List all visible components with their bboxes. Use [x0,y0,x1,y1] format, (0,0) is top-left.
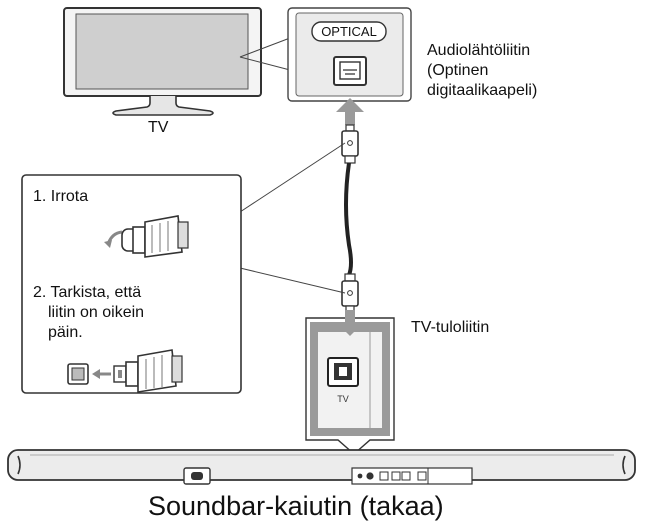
check-orientation-illustration [67,349,183,393]
optical-label-pill [311,21,387,42]
insert-arrowhead [92,369,100,379]
output-callout-line-1: Audiolähtöliitin [427,42,531,59]
connector-b [401,471,411,481]
cable-top-tip [345,124,355,132]
tv-port-up-arrow [336,98,364,125]
output-callout-line-3: digitaalikaapeli) [427,82,538,99]
tv-label: TV [148,119,169,136]
cable-top-plug-mark [347,140,353,146]
cable-bottom-plug [341,280,359,307]
tv-illustration [63,7,262,116]
tv-input-port-center [339,367,347,376]
plug-collar [132,226,146,254]
soundbar-port-down-arrow [336,310,364,336]
cable-top-boot [344,155,356,164]
soundbar-caption: Soundbar-kaiutin (takaa) [148,491,444,521]
instruction-step-2-line-3: päin. [48,324,83,341]
plug2-collar [125,361,139,387]
tv-optical-port-box: OPTICAL [287,7,412,102]
instruction-step-2-line-2: liitin on oikein [48,304,145,321]
input-callout-label: TV-tuloliitin [411,319,490,336]
cable-bottom-boot [344,273,356,282]
tv-input-port-tag: TV [337,394,349,404]
soundbar-illustration [7,449,636,485]
cap-removal-arrowhead [104,240,112,248]
optical-port-socket-detail [343,69,357,75]
cable-line [344,162,353,276]
instruction-step-1: 1. Irrota [33,188,89,205]
instruction-step-2-line-1: 2. Tarkista, että [33,284,142,301]
connector-a [391,471,401,481]
port-diagram-socket [71,367,85,381]
plug-body [144,215,183,258]
connector-dot [357,473,363,479]
power-inlet-socket [191,472,203,480]
tv-stand [112,96,214,116]
plug2-cable-end [171,355,183,383]
plug-grip-lines [151,221,169,253]
plug2-body [137,349,177,393]
remove-cap-illustration [104,215,189,258]
tv-screen [75,13,249,90]
instruction-zoom-line-bottom [239,267,346,294]
plug-cable-end [177,221,189,249]
output-callout-line-2: (Optinen [427,62,489,79]
soundbar-left-end [17,455,21,475]
connector-usb [379,471,389,481]
tv-zoom-line-bottom [239,56,291,71]
cable-bottom-plug-mark [347,290,353,296]
plug2-grip-lines [145,355,163,389]
connector-round [366,472,374,480]
soundbar-port-zoom: TV [305,317,395,455]
optical-port-label: OPTICAL [321,24,377,39]
soundbar-body [7,449,636,481]
instruction-box [21,174,242,394]
optical-cable [341,124,359,313]
plug-tip-shape [118,370,122,378]
soundbar-right-end [622,455,626,475]
connector-c [417,471,427,481]
instruction-zoom-line-top [239,142,346,213]
tv-zoom-line-top [239,37,291,58]
